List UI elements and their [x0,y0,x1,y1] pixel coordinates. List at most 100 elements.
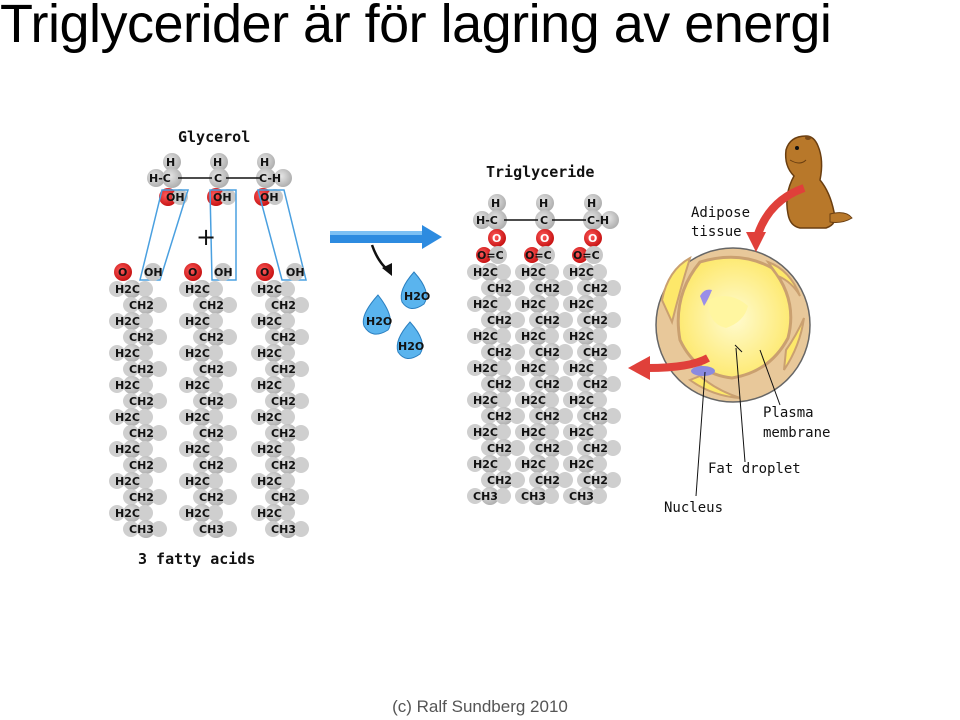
svg-text:O=C: O=C [525,249,552,262]
water-drops: H2O H2O H2O [362,271,430,359]
svg-text:CH3: CH3 [569,490,594,503]
svg-text:H: H [491,197,500,210]
svg-text:CH2: CH2 [129,395,154,408]
svg-text:CH3: CH3 [271,523,296,536]
water-drop-icon: H2O [396,321,424,359]
triglyceride-label: Triglyceride [486,163,594,181]
svg-text:CH2: CH2 [271,491,296,504]
condensation-outlines [139,189,307,281]
svg-text:CH2: CH2 [535,442,560,455]
svg-text:H2O: H2O [398,340,424,353]
svg-text:H2C: H2C [569,266,594,279]
svg-text:H2C: H2C [257,283,282,296]
plasma-label-2: membrane [763,425,830,441]
svg-text:H2C: H2C [115,347,140,360]
nucleus-shape [691,366,715,376]
svg-text:CH2: CH2 [129,363,154,376]
svg-text:H: H [539,197,548,210]
svg-text:CH2: CH2 [199,395,224,408]
svg-text:H2C: H2C [473,394,498,407]
svg-text:H2C: H2C [569,330,594,343]
svg-text:CH2: CH2 [487,474,512,487]
svg-text:H2C: H2C [185,283,210,296]
svg-text:H2C: H2C [473,298,498,311]
svg-text:CH2: CH2 [271,395,296,408]
svg-text:CH2: CH2 [535,378,560,391]
svg-text:H2C: H2C [473,426,498,439]
svg-text:O: O [540,232,549,245]
svg-text:CH2: CH2 [583,474,608,487]
svg-text:OH: OH [166,191,185,204]
svg-text:CH2: CH2 [199,427,224,440]
fatty-acid-chain: H2CCH2H2CCH2H2CCH2H2CCH2H2CCH2H2CCH2H2CC… [251,280,309,538]
svg-text:CH2: CH2 [583,346,608,359]
svg-text:CH2: CH2 [129,299,154,312]
svg-text:CH2: CH2 [271,363,296,376]
svg-text:CH2: CH2 [583,442,608,455]
svg-text:CH3: CH3 [129,523,154,536]
svg-text:H2C: H2C [185,347,210,360]
svg-text:OH: OH [214,266,233,279]
svg-text:OH: OH [286,266,305,279]
svg-text:CH3: CH3 [473,490,498,503]
svg-text:CH2: CH2 [199,331,224,344]
svg-text:H2C: H2C [185,379,210,392]
svg-text:H2C: H2C [521,394,546,407]
adipose-label-1: Adipose [691,205,750,221]
svg-text:CH2: CH2 [271,459,296,472]
svg-text:H2C: H2C [521,330,546,343]
svg-text:H2C: H2C [257,507,282,520]
slide-title: Triglycerider är för lagring av energi [0,0,832,54]
glycerol-label: Glycerol [178,128,250,146]
water-drop-icon: H2O [400,271,430,309]
svg-text:C-H: C-H [259,172,281,185]
svg-text:CH2: CH2 [199,459,224,472]
svg-text:CH2: CH2 [487,410,512,423]
reaction-arrow [330,225,442,276]
svg-text:H2C: H2C [257,379,282,392]
svg-text:H2C: H2C [569,394,594,407]
svg-text:H2C: H2C [521,266,546,279]
plus-sign: + [196,223,216,251]
svg-text:CH2: CH2 [487,282,512,295]
svg-text:CH2: CH2 [487,378,512,391]
fatty-acid-chain: H2CCH2H2CCH2H2CCH2H2CCH2H2CCH2H2CCH2H2CC… [109,280,167,538]
svg-text:H-C: H-C [149,172,171,185]
svg-text:H2C: H2C [115,475,140,488]
svg-text:H2C: H2C [257,443,282,456]
svg-text:CH2: CH2 [535,314,560,327]
svg-text:H: H [260,156,269,169]
svg-text:CH2: CH2 [271,299,296,312]
adipose-cell [655,247,811,403]
svg-text:H2C: H2C [521,298,546,311]
svg-text:H2C: H2C [185,315,210,328]
svg-text:H2C: H2C [257,411,282,424]
svg-text:H: H [166,156,175,169]
svg-text:CH2: CH2 [535,410,560,423]
nucleus-label: Nucleus [664,500,723,516]
svg-text:H2C: H2C [185,475,210,488]
svg-text:H2C: H2C [115,379,140,392]
svg-text:H2C: H2C [115,283,140,296]
fatty-acids-label: 3 fatty acids [138,550,255,568]
svg-text:CH2: CH2 [535,474,560,487]
svg-text:CH2: CH2 [129,491,154,504]
svg-text:H2C: H2C [569,362,594,375]
svg-text:CH2: CH2 [535,346,560,359]
svg-text:H2C: H2C [115,315,140,328]
svg-text:H2C: H2C [115,507,140,520]
svg-text:OH: OH [144,266,163,279]
curved-arrow-out [628,354,710,380]
ester-chain: H2CCH2H2CCH2H2CCH2H2CCH2H2CCH2H2CCH2H2CC… [563,263,621,505]
svg-text:H2C: H2C [185,507,210,520]
svg-text:H-C: H-C [476,214,498,227]
svg-text:CH2: CH2 [583,314,608,327]
ester-chain: H2CCH2H2CCH2H2CCH2H2CCH2H2CCH2H2CCH2H2CC… [515,263,573,505]
svg-text:CH2: CH2 [583,282,608,295]
svg-text:H2C: H2C [521,426,546,439]
